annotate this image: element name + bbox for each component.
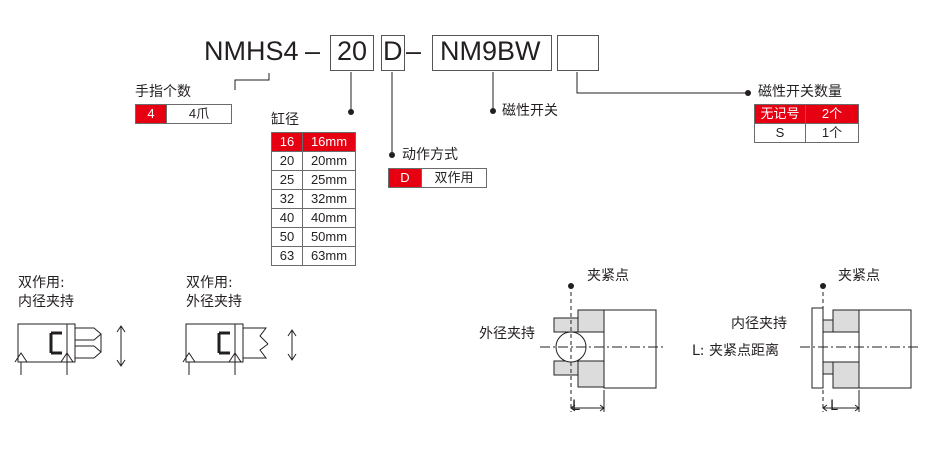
fingers-code: 4 (135, 104, 167, 124)
action-title: 动作方式 (402, 147, 458, 163)
bore-title: 缸径 (271, 112, 299, 128)
symbol-internal-line1: 双作用: (18, 275, 65, 291)
fingers-table: 4 4爪 (135, 104, 232, 124)
inner-clamp-point-label: 夹紧点 (838, 268, 880, 284)
switch-dot (490, 108, 496, 114)
outer-clamp-dot (568, 283, 574, 289)
table-row: 无记号 2个 (754, 104, 859, 124)
bore-table: 16 16mm 20 20mm 25 25mm 32 32mm 40 40mm … (271, 132, 356, 266)
symbol-external-line1: 双作用: (186, 275, 233, 291)
switch-count-desc: 2个 (805, 104, 859, 124)
bore-code: 16 (271, 132, 303, 152)
model-dash: – (406, 36, 422, 66)
inner-clamp-label: 内径夹持 (731, 316, 787, 332)
model-action-code: D (383, 36, 403, 66)
model-series: NMHS4 (204, 36, 299, 66)
bore-code-box (330, 35, 374, 71)
switch-count-desc: 1个 (805, 123, 859, 143)
switch-count-title: 磁性开关数量 (758, 84, 842, 100)
action-dot (389, 152, 395, 158)
model-bore-code: 20 (337, 36, 368, 66)
table-row: 40 40mm (271, 208, 356, 228)
table-row: 16 16mm (271, 132, 356, 152)
symbol-internal-line2: 内径夹持 (18, 294, 74, 310)
switch-qty-box (557, 35, 599, 71)
inner-clamp-dot (820, 283, 826, 289)
action-code-box (381, 35, 405, 71)
action-desc: 双作用 (421, 168, 487, 188)
fingers-title: 手指个数 (135, 84, 191, 100)
internal-clamp-symbol (14, 323, 126, 375)
action-table: D 双作用 (388, 168, 487, 188)
switch-code-box (432, 35, 552, 71)
qty-dot (745, 90, 751, 96)
outer-dim-label: L (572, 398, 580, 414)
table-row: 50 50mm (271, 227, 356, 247)
table-row: 20 20mm (271, 151, 356, 171)
bore-desc: 20mm (302, 151, 356, 171)
outer-clamp-label: 外径夹持 (479, 326, 535, 342)
inner-dim-label: L (830, 398, 838, 414)
inner-dim-desc: L: 夹紧点距离 (692, 343, 779, 359)
switch-count-code: 无记号 (754, 104, 806, 124)
table-row: S 1个 (754, 123, 859, 143)
table-row: 63 63mm (271, 246, 356, 266)
model-dash: – (305, 36, 321, 66)
outer-clamp-point-label: 夹紧点 (587, 268, 629, 284)
table-row: 25 25mm (271, 170, 356, 190)
switch-title: 磁性开关 (502, 103, 558, 119)
fingers-desc: 4爪 (166, 104, 232, 124)
bore-dot (348, 109, 354, 115)
switch-count-table: 无记号 2个 S 1个 (754, 104, 859, 143)
external-clamp-symbol (182, 323, 297, 375)
bore-desc: 63mm (302, 246, 356, 266)
model-switch-code: NM9BW (440, 36, 541, 66)
bore-desc: 40mm (302, 208, 356, 228)
bore-desc: 16mm (302, 132, 356, 152)
symbol-external-line2: 外径夹持 (186, 294, 242, 310)
bore-code: 63 (271, 246, 303, 266)
